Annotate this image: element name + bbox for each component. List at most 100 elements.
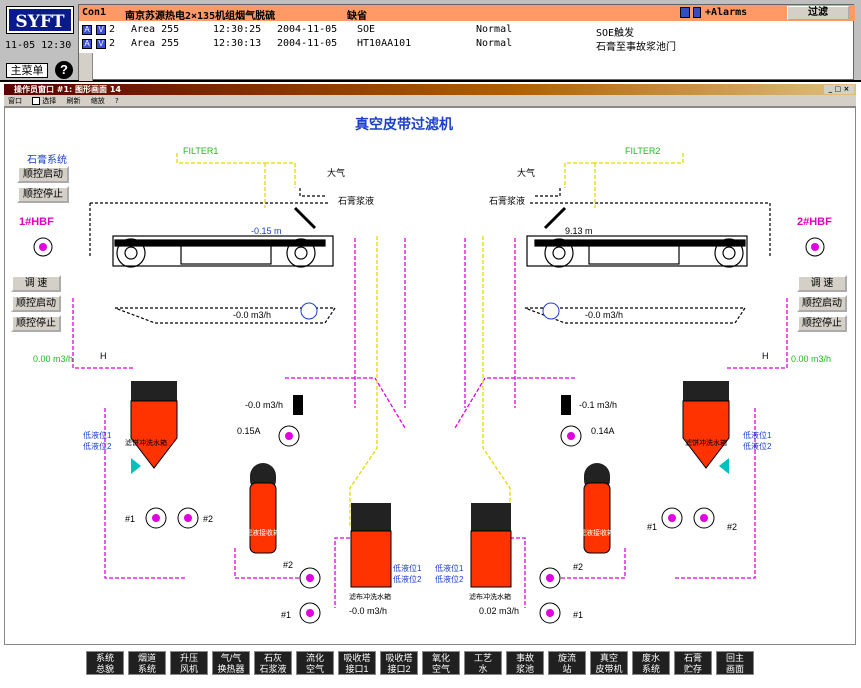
menu-zoom[interactable]: 缩放 <box>90 97 105 105</box>
window-controls[interactable]: _ □ × <box>824 85 854 94</box>
nav-button-label: 气/气 <box>220 653 242 663</box>
flow-value: -0.0 <box>349 606 365 616</box>
nav-button-label: 皮带机 <box>595 664 623 674</box>
nav-button-label: 站 <box>562 664 572 674</box>
seq-start-button-left-2[interactable]: 顺控启动 <box>11 295 61 312</box>
flow-unit: m3/h <box>811 354 832 364</box>
alarm-row[interactable]: A V 2 Area 255 12:30:13 2004-11-05 HT10A… <box>79 38 855 53</box>
nav-button[interactable]: 吸收塔接口1 <box>338 651 376 675</box>
nav-button[interactable]: 氧化空气 <box>422 651 460 675</box>
view-icon[interactable]: V <box>96 25 106 35</box>
seq-stop-button-left-2[interactable]: 顺控停止 <box>11 315 61 332</box>
main-menu-button[interactable]: 主菜单 <box>6 63 48 78</box>
low-level-label: 低液位2 <box>743 442 772 451</box>
logo: SYFT <box>6 6 74 34</box>
pump-label: #1 <box>125 514 136 524</box>
nav-button[interactable]: 石膏贮存 <box>674 651 712 675</box>
nav-button[interactable]: 气/气换热器 <box>212 651 250 675</box>
nav-button-label: 空气 <box>431 664 450 674</box>
nav-button[interactable]: 烟道系统 <box>128 651 166 675</box>
nav-button-label: 画面 <box>725 664 744 674</box>
flow-value: 0.00 <box>791 354 809 364</box>
valve-label: H <box>100 351 107 361</box>
alarm-time: 12:30:25 <box>213 24 262 35</box>
low-level-label: 低液位2 <box>393 575 422 584</box>
speed-button-right[interactable]: 调 速 <box>797 275 847 292</box>
level-right: 9.13 m <box>565 226 593 236</box>
current-right: 0.14A <box>591 426 615 436</box>
alarms-label[interactable]: +Alarms <box>705 7 748 18</box>
pump-label: #2 <box>203 514 214 524</box>
ack-icon[interactable]: A <box>82 25 92 35</box>
scrollbar[interactable] <box>79 53 93 81</box>
view-icon[interactable]: V <box>96 39 106 49</box>
nav-button[interactable]: 吸收塔接口2 <box>380 651 418 675</box>
slurry-label-left: 石膏浆液 <box>338 196 375 206</box>
nav-button-label: 系统 <box>641 664 660 674</box>
filter-button[interactable]: 过滤 <box>787 6 849 20</box>
bell-icon[interactable] <box>693 7 701 18</box>
pump-label: #1 <box>573 610 584 620</box>
nav-button-label: 吸收塔 <box>343 653 371 663</box>
alarm-area: Area 255 <box>131 24 180 35</box>
nav-button[interactable]: 废水系统 <box>632 651 670 675</box>
flow-unit: m3/h <box>603 310 624 320</box>
tank-label: 滤液接收箱 <box>245 530 280 537</box>
menu-refresh[interactable]: 刷新 <box>66 97 81 105</box>
alarm-area: Area 255 <box>131 38 180 49</box>
flow-mid-right: -0.1 m3/h <box>579 400 617 410</box>
seq-stop-button-left[interactable]: 顺控停止 <box>17 186 69 203</box>
flow-unit: m3/h <box>263 400 284 410</box>
menu-window[interactable]: 窗口 <box>8 97 22 105</box>
nav-button[interactable]: 工艺水 <box>464 651 502 675</box>
seq-start-button-left[interactable]: 顺控启动 <box>17 166 69 183</box>
nav-button-label: 换热器 <box>217 664 245 674</box>
nav-button[interactable]: 旋流站 <box>548 651 586 675</box>
nav-button[interactable]: 事故浆池 <box>506 651 544 675</box>
system-label: 石膏系统 <box>27 155 67 166</box>
flow-mid-left: -0.0 m3/h <box>245 400 283 410</box>
nav-button[interactable]: 回主画面 <box>716 651 754 675</box>
speed-button-left[interactable]: 调 速 <box>11 275 61 292</box>
seq-stop-button-right[interactable]: 顺控停止 <box>797 315 847 332</box>
ack-icon[interactable]: A <box>82 39 92 49</box>
nav-button[interactable]: 真空皮带机 <box>590 651 628 675</box>
menu-help[interactable]: ? <box>114 97 119 105</box>
cake-wash-tank-top-left <box>131 381 177 401</box>
window-title-text: 操作员窗口 #1: 图形画面 14 <box>14 85 121 94</box>
nav-button-label: 旋流 <box>557 653 576 663</box>
clock: 11-05 12:30 <box>5 40 72 51</box>
alarm-desc: 石膏至事故浆池门 <box>596 42 676 53</box>
menu-select[interactable]: 选择 <box>42 97 57 105</box>
belt-frame-left <box>112 235 334 267</box>
air-label-left: 大气 <box>327 168 346 178</box>
tank-label: 滤布冲洗水箱 <box>349 594 391 601</box>
hbf1-label: 1#HBF <box>19 216 54 228</box>
nav-button[interactable]: 石灰石浆液 <box>254 651 292 675</box>
top-bar: SYFT 11-05 12:30 主菜单 ? Con1 南京苏源热电2×135机… <box>0 0 861 82</box>
alarm-row[interactable]: A V 2 Area 255 12:30:25 2004-11-05 SOE N… <box>79 24 855 39</box>
seq-start-button-right[interactable]: 顺控启动 <box>797 295 847 312</box>
alarm-state: Normal <box>476 24 513 35</box>
nav-button-label: 吸收塔 <box>385 653 413 663</box>
nav-button[interactable]: 升压风机 <box>170 651 208 675</box>
flow-side-right: 0.00 m3/h <box>791 354 831 364</box>
alarm-panel: Con1 南京苏源热电2×135机组烟气脱硫 缺省 +Alarms 过滤 A V… <box>78 4 855 81</box>
cloth-wash-tank-left <box>350 530 392 588</box>
filter1-label: FILTER1 <box>183 146 219 156</box>
alarm-header: Con1 南京苏源热电2×135机组烟气脱硫 缺省 +Alarms 过滤 <box>79 5 855 22</box>
level-unit: m <box>585 226 593 236</box>
checkbox[interactable] <box>32 97 41 105</box>
low-level-label: 低液位2 <box>435 575 464 584</box>
flow-value: 0.02 <box>479 606 497 616</box>
flow-value: -0.0 <box>245 400 261 410</box>
nav-button[interactable]: 系统总貌 <box>86 651 124 675</box>
alarm-icon[interactable] <box>680 7 690 18</box>
cake-wash-tank-right <box>682 400 730 469</box>
cloth-wash-tank-right <box>470 530 512 588</box>
help-icon[interactable]: ? <box>55 61 73 79</box>
nav-button-label: 系统 <box>137 664 156 674</box>
process-canvas: 真空皮带过滤机 石膏系统 FILTER1 FILTER2 顺控启动 顺控停止 1… <box>4 107 856 645</box>
tank-label: 滤饼冲洗水箱 <box>685 440 727 447</box>
nav-button[interactable]: 流化空气 <box>296 651 334 675</box>
